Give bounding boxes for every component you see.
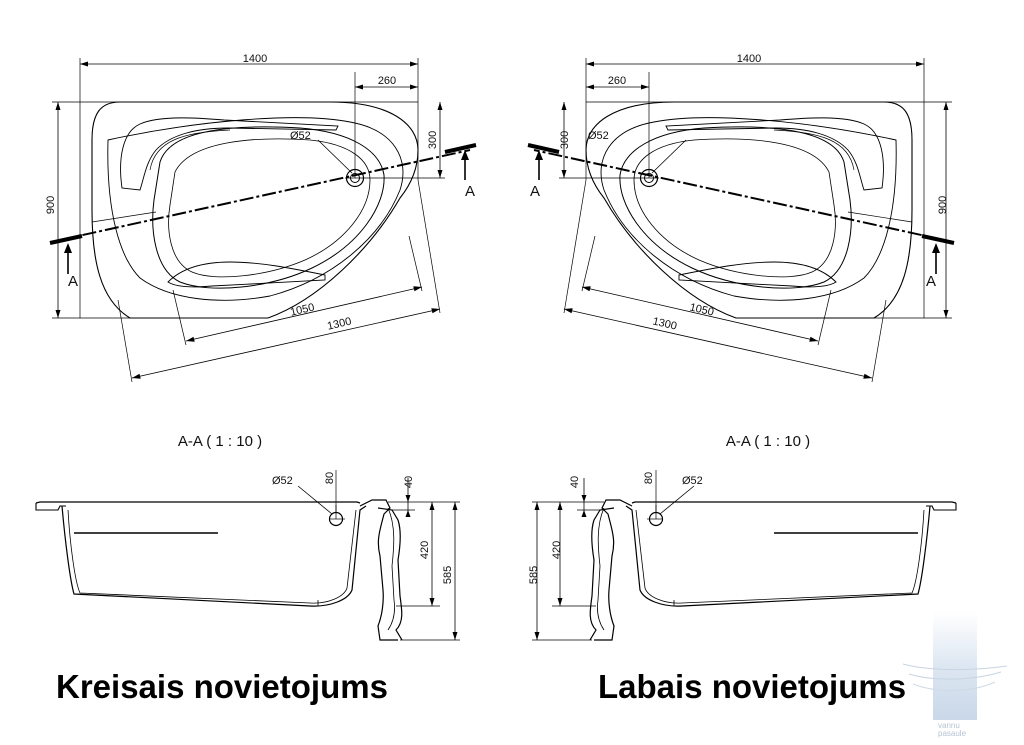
- right-section-drain-diameter: Ø52: [682, 475, 703, 487]
- left-caption: Kreisais novietojums: [56, 668, 388, 705]
- left-section-drain-diameter: Ø52: [272, 475, 293, 487]
- left-section-height-585: 585: [442, 566, 454, 584]
- right-plan-drain-offset-260: 260: [608, 75, 626, 87]
- left-plan-view: 1400 260 300 900 Ø52 1050 1300 A A: [45, 53, 478, 384]
- right-plan-width-1400: 1400: [737, 53, 761, 65]
- right-section-geometry: [531, 469, 957, 641]
- watermark-text: vannu pasaule: [938, 722, 966, 738]
- right-section-view: A-A ( 1 : 10 ) Ø52 80 40 420 585: [528, 433, 957, 641]
- vannu-pasaule-logo: [902, 612, 1008, 720]
- right-plan-drain-diameter: Ø52: [588, 130, 609, 142]
- left-plan-geometry: [48, 56, 478, 384]
- left-plan-width-1400: 1400: [243, 53, 267, 65]
- left-section-marker-a-1: A: [68, 273, 78, 290]
- right-plan-geometry: [526, 56, 956, 384]
- left-section-rim-40: 40: [403, 476, 415, 488]
- left-section-title: A-A ( 1 : 10 ): [178, 433, 262, 450]
- left-plan-drain-offset-260: 260: [378, 75, 396, 87]
- right-plan-length-1050: 1050: [688, 302, 715, 319]
- right-plan-view: 1400 260 300 900 Ø52 1050 1300 A A: [526, 53, 956, 384]
- left-plan-depth-900: 900: [45, 196, 57, 214]
- right-section-title: A-A ( 1 : 10 ): [726, 433, 810, 450]
- right-section-marker-a-1: A: [530, 183, 540, 200]
- left-section-marker-a-2: A: [465, 183, 475, 200]
- right-plan-drain-depth-300: 300: [559, 131, 571, 149]
- right-caption: Labais novietojums: [598, 668, 907, 705]
- left-plan-length-1050: 1050: [289, 302, 316, 319]
- right-section-height-420: 420: [551, 541, 563, 559]
- left-plan-length-1300: 1300: [326, 316, 353, 333]
- left-section-drain-height-80: 80: [324, 472, 336, 484]
- left-section-height-420: 420: [419, 541, 431, 559]
- watermark-line-2: pasaule: [938, 729, 967, 738]
- left-section-geometry: [35, 469, 461, 641]
- right-plan-length-1300: 1300: [651, 316, 678, 333]
- right-section-marker-a-2: A: [926, 273, 936, 290]
- right-plan-depth-900: 900: [937, 196, 949, 214]
- left-section-view: A-A ( 1 : 10 ) Ø52 80 40 420 585: [35, 433, 461, 641]
- left-plan-drain-depth-300: 300: [427, 131, 439, 149]
- right-section-drain-height-80: 80: [643, 472, 655, 484]
- right-section-rim-40: 40: [569, 476, 581, 488]
- left-plan-drain-diameter: Ø52: [290, 130, 311, 142]
- right-section-height-585: 585: [528, 566, 540, 584]
- watermark-line-1: vannu: [938, 721, 960, 730]
